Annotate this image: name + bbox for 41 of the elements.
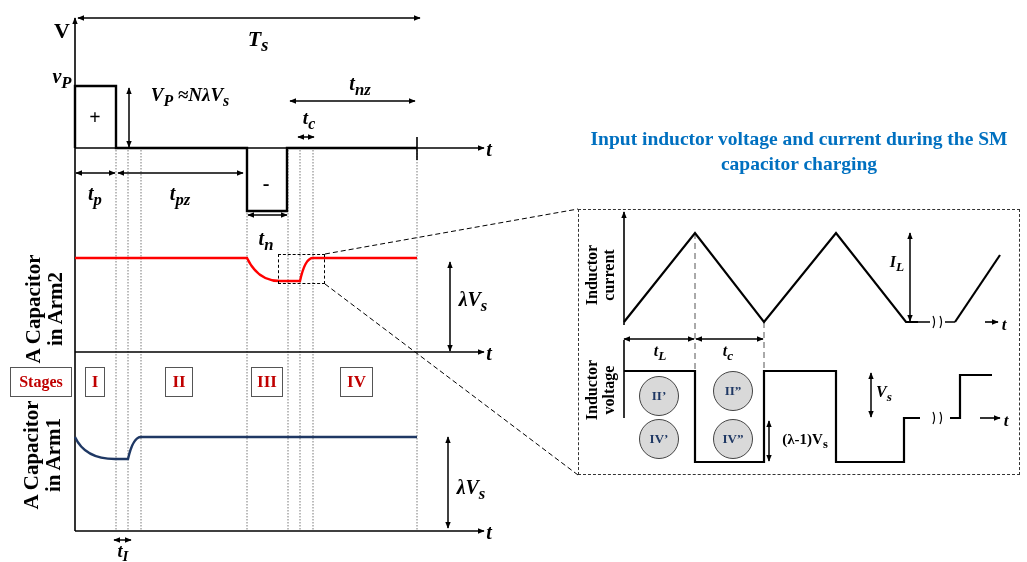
axis-title: A Capacitor in Arm1 [19, 400, 65, 510]
stage-header: Stages [10, 367, 72, 397]
zoom-box [278, 254, 325, 284]
amplitude-label: V$_{s}$ [876, 384, 892, 404]
stage-circle: II’ [639, 376, 679, 416]
interval-label: t$_{I}$ [117, 541, 129, 562]
amplitude-label: λV$_{s}$ [458, 289, 488, 315]
axis-label: t [1003, 411, 1009, 429]
inset-title: Input inductor voltage and current during the SM capacitor charging [589, 127, 1009, 177]
amplitude-label: I$_{L}$ [889, 254, 905, 274]
axis-title: Inductor voltage [584, 358, 618, 423]
amplitude-label: λV$_{s}$ [456, 477, 486, 503]
stage-label: II [165, 367, 193, 397]
amplitude-label: v$_{P}$ [52, 66, 72, 92]
interval-label: t$_{p}$ [88, 183, 102, 209]
amplitude-formula: V$_{P}$ ≈NλV$_{s}$ [150, 85, 230, 109]
interval-label: t$_{nz}$ [349, 73, 371, 99]
axis-label: t [486, 139, 492, 159]
axis-title: Inductor current [584, 243, 618, 308]
polarity-label: + [89, 107, 101, 127]
axis-label: t [1001, 315, 1007, 333]
interval-label: t$_{n}$ [258, 228, 274, 254]
leader-line [324, 208, 579, 255]
interval-label: t$_{L}$ [653, 343, 667, 363]
interval-label: t$_{pz}$ [169, 183, 191, 209]
interval-label: t$_{c}$ [722, 343, 734, 363]
polarity-label: - [262, 173, 270, 193]
stage-circle: IV” [713, 419, 753, 459]
amplitude-formula: (λ-1)V$_{s}$ [782, 431, 828, 451]
axis-label: t [486, 343, 492, 363]
stage-label: III [251, 367, 283, 397]
stage-label: I [85, 367, 105, 397]
axis-title: A Capacitor in Arm2 [21, 254, 67, 364]
leader-line [324, 283, 579, 476]
axis-label: t [486, 522, 492, 542]
axis-label: V [54, 20, 70, 42]
stage-label: IV [340, 367, 373, 397]
interval-label: t$_{c}$ [302, 108, 316, 132]
stage-circle: IV’ [639, 419, 679, 459]
period-label: T$_{s}$ [247, 27, 269, 55]
stage-circle: II” [713, 371, 753, 411]
